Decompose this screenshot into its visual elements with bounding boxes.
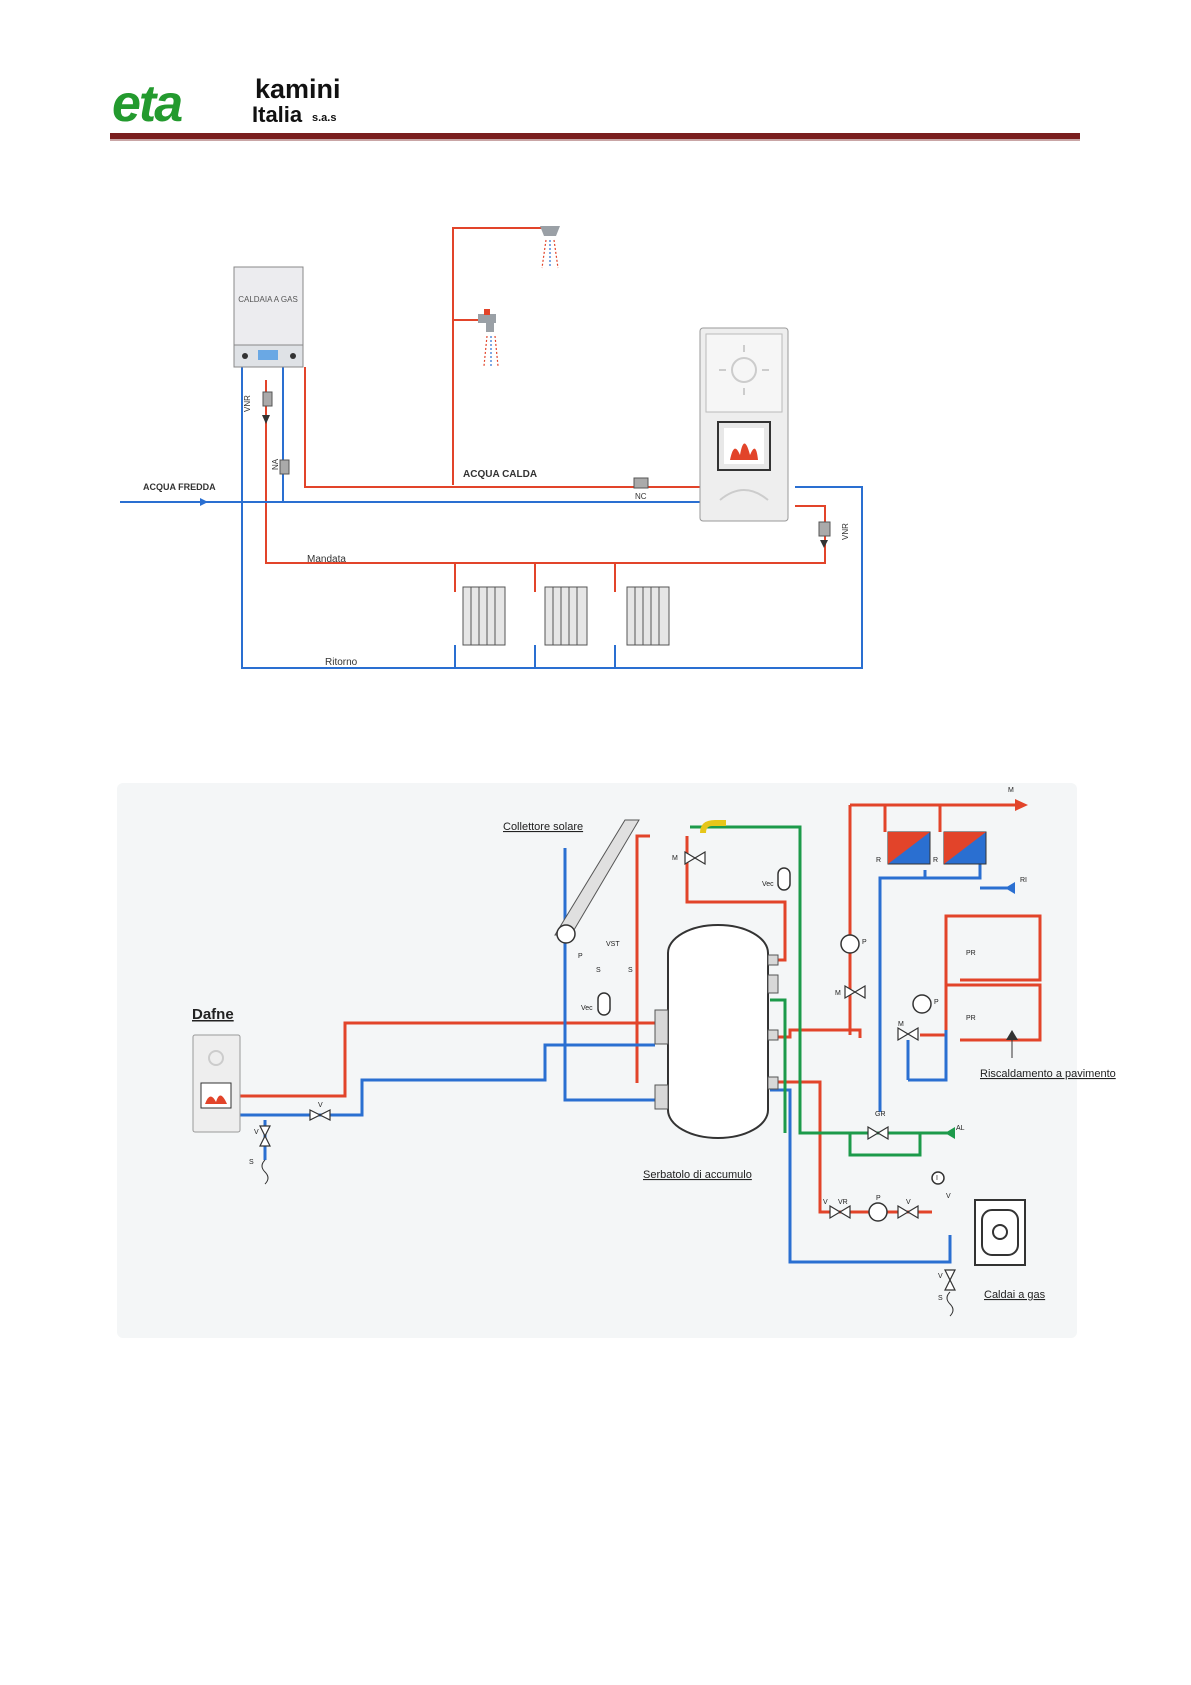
label-pr: PR (966, 950, 976, 957)
label-v: V (938, 1273, 943, 1280)
label-gr: GR (875, 1111, 886, 1118)
diagram-1: CALDAIA A GAS VNR NA NC VNR (120, 226, 862, 668)
label-v: V (946, 1193, 951, 1200)
stove-icon (700, 328, 788, 521)
label-s: S (249, 1159, 254, 1166)
label-m: M (1008, 787, 1014, 794)
label-p: P (578, 953, 583, 960)
expansion-vessel-icon (598, 993, 610, 1015)
label-vr: VR (838, 1199, 848, 1206)
expansion-vessel-icon (778, 868, 790, 890)
solar-collector-label: Collettore solare (503, 821, 583, 833)
diagram-2: Collettore solare Dafne Serbatolo di acc… (192, 787, 1116, 1316)
label-m: M (835, 990, 841, 997)
label-p: P (862, 939, 867, 946)
label-ri: RI (1020, 877, 1027, 884)
vnr-valve-icon (263, 392, 272, 406)
label-r: R (933, 857, 938, 864)
radiator-icon (627, 587, 669, 645)
label-vec: Vec (762, 881, 774, 888)
nc-valve-icon (634, 478, 648, 488)
vnr-valve-2-icon (819, 522, 830, 536)
storage-tank-label: Serbatolo di accumulo (643, 1169, 752, 1181)
gauge-icon (932, 1172, 944, 1184)
label-p: P (934, 999, 939, 1006)
label-p: P (876, 1195, 881, 1202)
gas-boiler-icon (975, 1200, 1025, 1265)
pump-icon (913, 995, 931, 1013)
nc-label: NC (635, 492, 647, 501)
dafne-stove-icon (193, 1035, 240, 1132)
supply-label: Mandata (307, 554, 346, 565)
gas-boiler (234, 267, 303, 367)
label-vst: VST (606, 941, 620, 948)
solar-collector-icon (555, 820, 639, 935)
return-label: Ritorno (325, 657, 358, 668)
na-valve-icon (280, 460, 289, 474)
label-s: S (596, 967, 601, 974)
pump-icon (557, 925, 575, 943)
label-i: I (936, 1175, 938, 1182)
radiator-icon (888, 832, 930, 864)
label-al: AL (956, 1125, 965, 1132)
storage-tank-icon (655, 925, 778, 1138)
label-r: R (876, 857, 881, 864)
radiator-icon (944, 832, 986, 864)
label-v: V (254, 1129, 259, 1136)
label-s: S (938, 1295, 943, 1302)
vnr-label-2: VNR (841, 523, 850, 540)
na-label: NA (271, 458, 280, 470)
dafne-label: Dafne (192, 1006, 234, 1023)
radiator-icon (463, 587, 505, 645)
faucet-icon (478, 309, 498, 366)
label-v: V (823, 1199, 828, 1206)
vnr-label-1: VNR (243, 395, 252, 412)
boiler-label: CALDAIA A GAS (238, 295, 298, 304)
label-m: M (672, 855, 678, 862)
label-v: V (318, 1102, 323, 1109)
radiator-icon (545, 587, 587, 645)
label-m: M (898, 1021, 904, 1028)
pump-icon (869, 1203, 887, 1221)
label-pr: PR (966, 1015, 976, 1022)
shower-icon (540, 226, 560, 268)
gas-boiler-label: Caldai a gas (984, 1289, 1046, 1301)
pump-icon (841, 935, 859, 953)
label-vec: Vec (581, 1005, 593, 1012)
cold-water-label: ACQUA FREDDA (143, 482, 216, 492)
hot-water-label: ACQUA CALDA (463, 469, 537, 480)
label-s: S (628, 967, 633, 974)
label-v: V (906, 1199, 911, 1206)
floor-heating-label: Riscaldamento a pavimento (980, 1068, 1116, 1080)
